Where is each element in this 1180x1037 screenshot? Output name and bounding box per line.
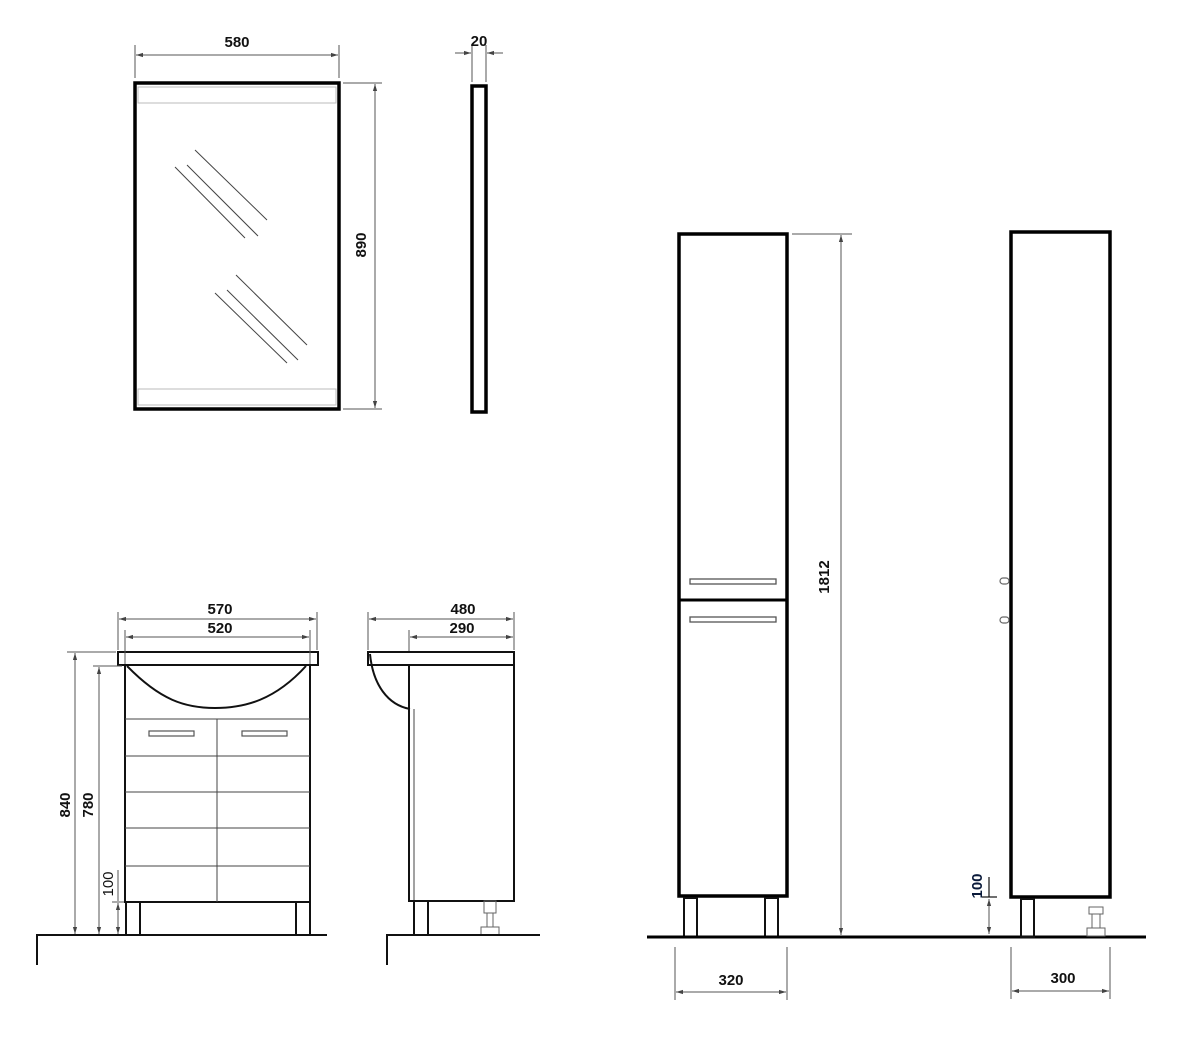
door-handle <box>689 578 777 585</box>
vanity-height-dimensions: 840 780 100 <box>57 651 124 934</box>
vanity-body-height-label: 780 <box>80 792 97 817</box>
vanity-width-dimensions: 570 520 <box>117 601 318 664</box>
tall-cabinet-side-view <box>999 230 1112 938</box>
door-handle <box>148 730 195 737</box>
mirror-width-label: 580 <box>224 34 249 51</box>
vanity-overall-depth-label: 480 <box>450 601 475 618</box>
tall-cabinet-width-label: 320 <box>718 972 743 989</box>
tall-cabinet-leg-height-label: 100 <box>969 873 986 898</box>
tall-cabinet-depth-dimension: 300 <box>1010 947 1111 999</box>
tall-cabinet-height-dimension: 1812 <box>792 233 852 935</box>
vanity-total-height-label: 840 <box>57 792 74 817</box>
door-handle <box>241 730 288 737</box>
mirror-front-view <box>133 81 341 411</box>
vanity-body-depth-label: 290 <box>449 620 474 637</box>
knob <box>999 577 1010 585</box>
vanity-side-view <box>367 651 540 965</box>
vanity-overall-width-label: 570 <box>207 601 232 618</box>
door-handle <box>689 616 777 623</box>
mirror-depth-label: 20 <box>471 33 488 50</box>
knob <box>999 616 1010 624</box>
tall-cabinet-front-view <box>647 232 1146 939</box>
vanity-front-view <box>36 651 327 965</box>
mirror-width-dimension: 580 <box>134 34 340 78</box>
tall-cabinet-height-label: 1812 <box>816 560 833 593</box>
tall-cabinet-width-dimension: 320 <box>674 947 788 1000</box>
vanity-depth-dimensions: 480 290 <box>367 601 515 651</box>
mirror-side-view: 20 <box>455 33 503 414</box>
vanity-leg-height-label: 100 <box>100 871 117 896</box>
tall-cabinet-depth-label: 300 <box>1050 970 1075 987</box>
mirror-height-label: 890 <box>353 232 370 257</box>
mirror-height-dimension: 890 <box>343 82 382 410</box>
tall-cabinet-leg-dimension: 100 <box>969 873 997 934</box>
vanity-inner-width-label: 520 <box>207 620 232 637</box>
